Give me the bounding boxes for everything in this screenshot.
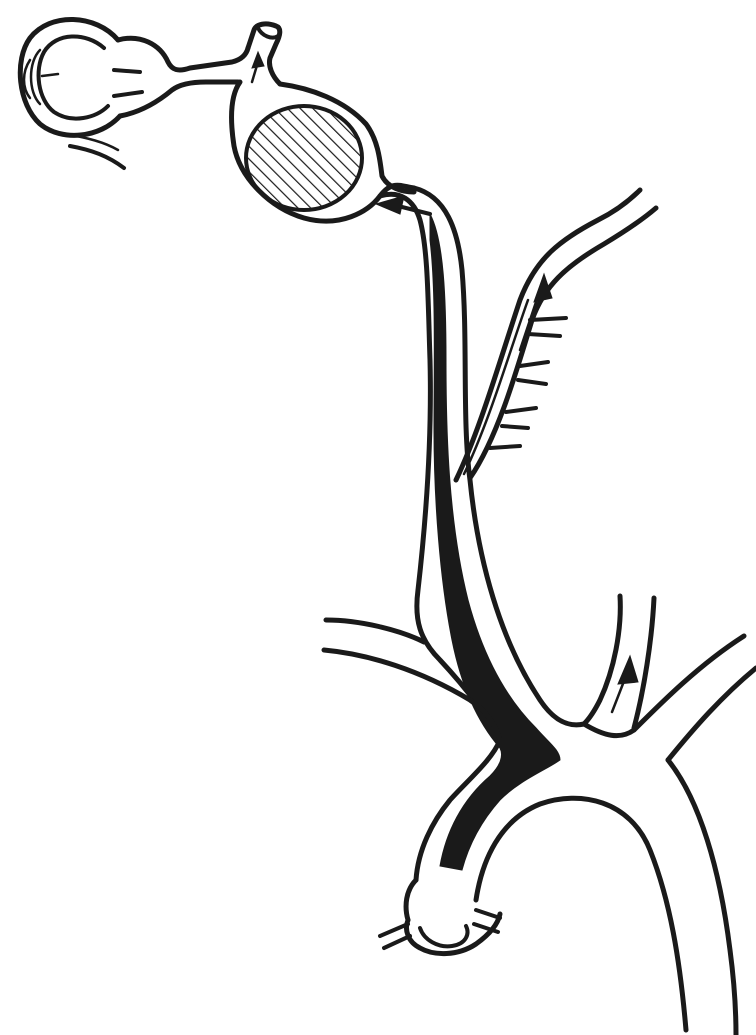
external-branch <box>456 190 656 480</box>
optic-nerve <box>114 38 248 116</box>
aneurysm-sac <box>232 82 414 221</box>
upper-vessel-stub <box>248 24 280 84</box>
heart-root <box>380 910 500 954</box>
aortic-arch <box>406 724 736 1035</box>
vertebral-branch <box>584 596 654 728</box>
right-branch <box>634 636 756 760</box>
aneurysm-hatch <box>246 106 362 210</box>
eye <box>20 19 124 168</box>
